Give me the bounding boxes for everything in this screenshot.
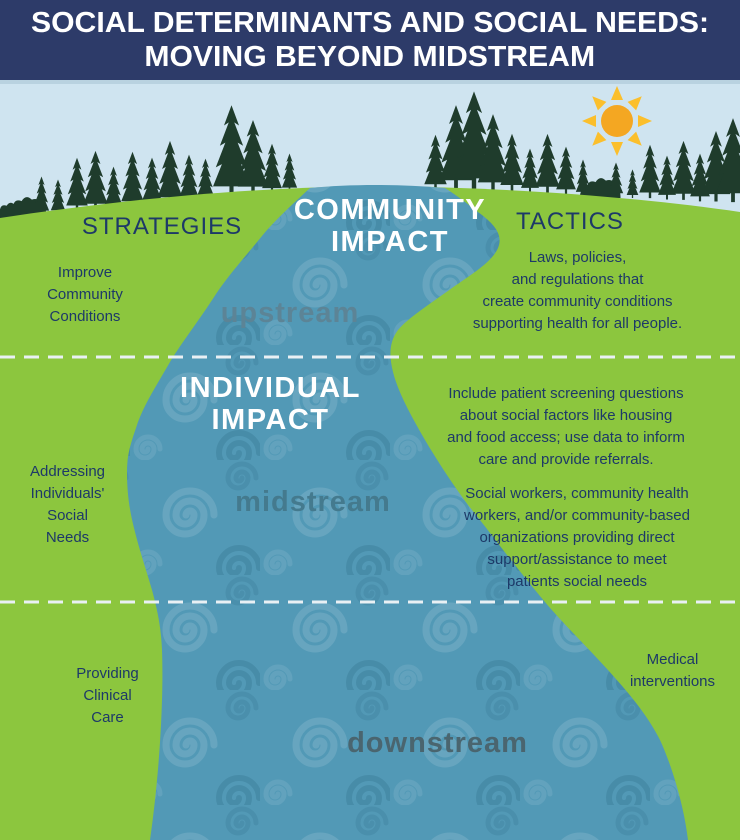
title-line-2: MOVING BEYOND MIDSTREAM bbox=[144, 41, 596, 73]
strategy-improve-community-conditions: Improve Community Conditions bbox=[47, 264, 123, 325]
tactic-laws-policies: Laws, policies, and regulations that cre… bbox=[472, 249, 683, 332]
downstream-label: downstream bbox=[347, 727, 528, 759]
midstream-label: midstream bbox=[235, 486, 391, 518]
tactic-patient-screening: Include patient screening questions abou… bbox=[447, 385, 685, 468]
sun-icon bbox=[582, 86, 652, 156]
tactic-medical-interventions: Medical interventions bbox=[629, 651, 716, 690]
strategies-column-heading: STRATEGIES bbox=[81, 213, 243, 240]
tactic-social-workers: Social workers, community health workers… bbox=[464, 485, 690, 590]
title-banner: SOCIAL DETERMINANTS AND SOCIAL NEEDS: MO… bbox=[0, 0, 740, 84]
title-line-1: SOCIAL DETERMINANTS AND SOCIAL NEEDS: bbox=[30, 7, 710, 39]
individual-impact-label: INDIVIDUAL IMPACT bbox=[180, 372, 361, 436]
upstream-label: upstream bbox=[220, 297, 360, 329]
tactics-column-heading: TACTICS bbox=[516, 208, 624, 235]
strategy-providing-clinical-care: Providing Clinical Care bbox=[76, 665, 139, 726]
community-impact-label: COMMUNITY IMPACT bbox=[293, 194, 487, 258]
river bbox=[127, 185, 688, 840]
strategy-addressing-social-needs: Addressing Individuals' Social Needs bbox=[29, 463, 106, 546]
